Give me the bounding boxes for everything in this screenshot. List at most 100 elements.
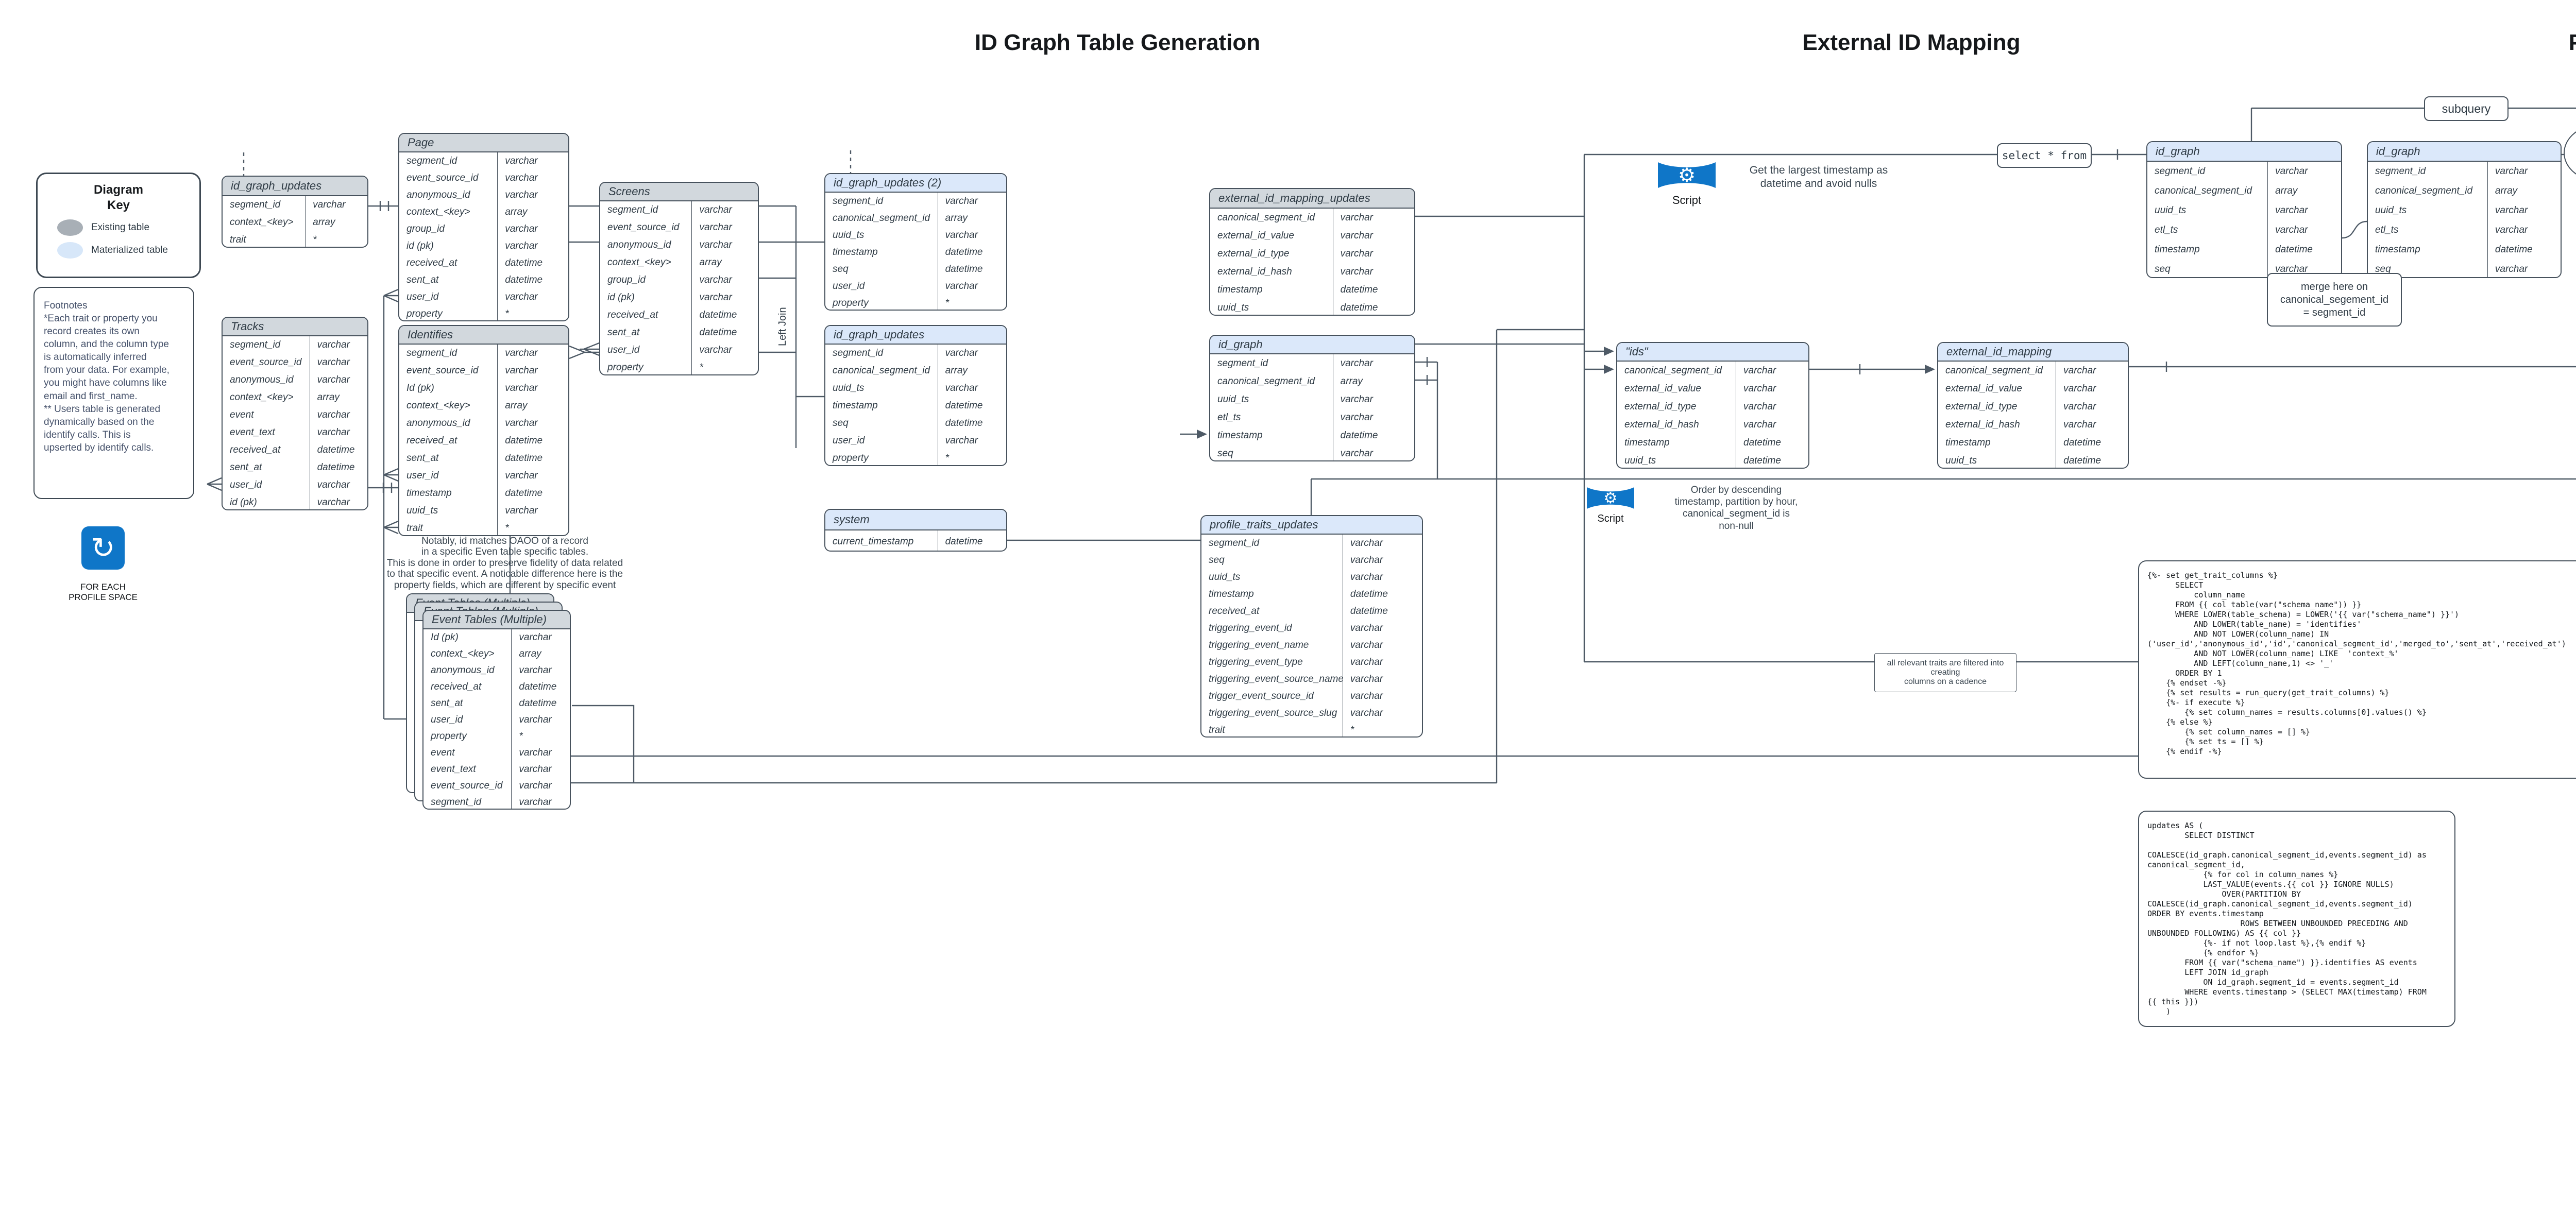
field-type: array	[511, 646, 570, 662]
field-name: segment_id	[406, 155, 457, 166]
code-block-updates-cte[interactable]: updates AS ( SELECT DISTINCT COALESCE(id…	[2138, 811, 2455, 1027]
table-row: Id (pk)varchar	[399, 380, 568, 397]
script-node-2[interactable]: ⚙	[1587, 484, 1634, 512]
table-row: property*	[423, 728, 570, 745]
field-name: external_id_type	[1217, 248, 1290, 259]
field-type: varchar	[2487, 220, 2561, 240]
field-name: user_id	[607, 345, 640, 355]
field-type: varchar	[2267, 162, 2341, 181]
field-type: *	[511, 728, 570, 745]
field-type: datetime	[937, 397, 1006, 415]
field-type: datetime	[2056, 434, 2128, 452]
field-name: segment_id	[230, 339, 281, 350]
field-name: Id (pk)	[431, 632, 459, 643]
field-name: triggering_event_source_name	[1209, 673, 1343, 684]
field-type: datetime	[1332, 281, 1414, 299]
field-type: datetime	[511, 679, 570, 695]
field-type: datetime	[1342, 603, 1422, 620]
table-row: trait*	[399, 520, 568, 535]
field-type: varchar	[497, 362, 568, 380]
table-row: context_<key>array	[600, 254, 758, 271]
field-name: seq	[2375, 264, 2391, 275]
field-name: received_at	[406, 435, 457, 446]
field-type: varchar	[1342, 535, 1422, 552]
diagram-key[interactable]: Diagram Key Existing table Materialized …	[36, 173, 201, 278]
code-block-get-trait-columns[interactable]: {%- set get_trait_columns %} SELECT colu…	[2138, 560, 2576, 779]
materialized-table-label: Materialized table	[91, 245, 168, 255]
field-name: timestamp	[406, 488, 452, 499]
field-name: timestamp	[1209, 588, 1254, 599]
field-name: uuid_ts	[1624, 455, 1656, 466]
field-name: anonymous_id	[406, 189, 470, 200]
subquery-box[interactable]: subquery	[2424, 96, 2509, 121]
field-type: varchar	[305, 196, 367, 214]
field-name: anonymous_id	[230, 374, 294, 385]
table-row: property*	[825, 450, 1006, 465]
field-name: trigger_event_source_id	[1209, 690, 1314, 701]
field-name: property	[607, 362, 643, 373]
field-name: event_source_id	[431, 780, 503, 791]
select-from-box[interactable]: select * from	[1997, 143, 2092, 168]
footnotes[interactable]: Footnotes *Each trait or property you re…	[33, 287, 194, 499]
for-each-profile-space-label: FOR EACH PROFILE SPACE	[69, 582, 138, 602]
field-name: uuid_ts	[1209, 571, 1241, 582]
field-type: varchar	[1342, 654, 1422, 671]
table-row: context_<key>array	[399, 203, 568, 220]
table-row: id (pk)varchar	[399, 237, 568, 254]
field-name: trait	[230, 234, 246, 245]
field-type: varchar	[511, 761, 570, 778]
field-type: varchar	[497, 415, 568, 432]
field-name: external_id_value	[1945, 383, 2022, 394]
field-name: user_id	[833, 435, 865, 446]
field-type: varchar	[497, 186, 568, 203]
refresh-icon[interactable]: ↻	[81, 526, 125, 570]
table-title: system	[834, 513, 870, 526]
table-title: Screens	[608, 185, 650, 198]
field-type: varchar	[309, 354, 367, 371]
field-name: current_timestamp	[833, 536, 914, 547]
field-type: datetime	[497, 432, 568, 450]
field-name: external_id_value	[1217, 230, 1294, 241]
field-type: datetime	[691, 306, 758, 324]
script-node-1[interactable]: ⚙	[1658, 159, 1716, 192]
field-name: triggering_event_id	[1209, 622, 1292, 633]
